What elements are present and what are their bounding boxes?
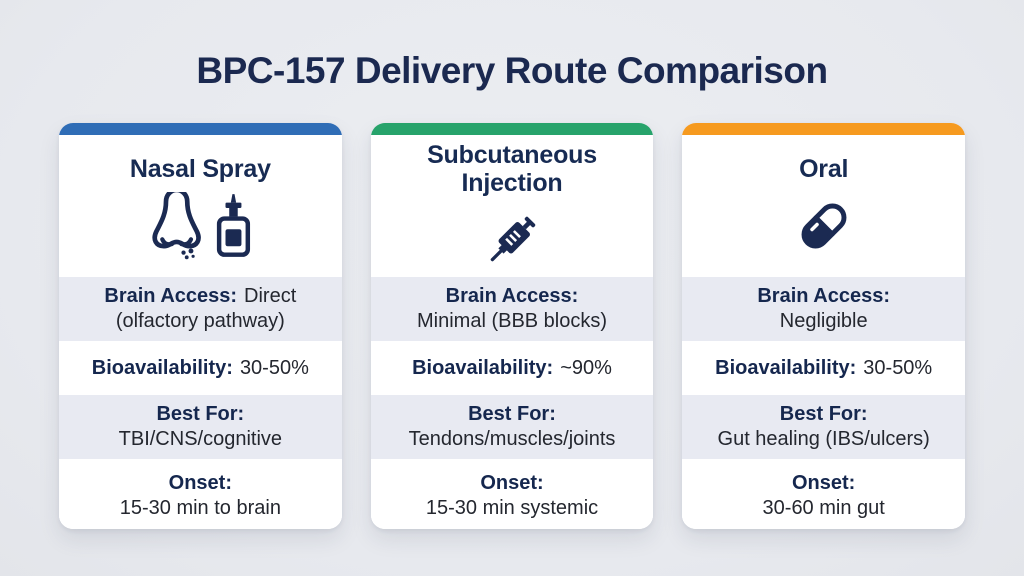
row-label: Onset: — [792, 471, 856, 494]
row-label: Onset: — [480, 471, 544, 494]
card-title: Nasal Spray — [129, 154, 271, 183]
row-value: ~90% — [560, 356, 612, 379]
row-value: 30-60 min gut — [762, 496, 885, 519]
card-subcutaneous-injection: Subcutaneous Injection — [370, 123, 654, 529]
card-oral: Oral Brain Access: Negligible Bioavailabi… — [682, 123, 966, 529]
card-header: Subcutaneous Injection — [370, 135, 654, 277]
row-label: Bioavailability: — [715, 356, 857, 379]
row-brain-access: Brain Access:Direct (olfactory pathway) — [59, 277, 342, 341]
row-bioavailability: Bioavailability: 30-50% — [59, 344, 342, 392]
row-best-for: Best For: Tendons/muscles/joints — [370, 395, 654, 459]
row-value: Gut healing (IBS/ulcers) — [717, 428, 930, 450]
row-best-for: Best For: Gut healing (IBS/ulcers) — [682, 395, 966, 459]
row-value: 30-50% — [239, 356, 309, 379]
row-label: Brain Access: — [104, 285, 238, 307]
row-onset: Onset:15-30 min systemic — [370, 462, 654, 529]
card-accent-bar — [682, 123, 966, 135]
capsule-icon — [789, 190, 859, 262]
row-value: TBI/CNS/cognitive — [118, 428, 283, 450]
row-value: 15-30 min systemic — [425, 496, 599, 519]
row-best-for: Best For: TBI/CNS/cognitive — [59, 395, 342, 459]
row-onset: Onset:15-30 min to brain — [59, 462, 342, 529]
card-rows: Brain Access:Direct (olfactory pathway) … — [59, 277, 342, 529]
row-bioavailability: Bioavailability: ~90% — [370, 344, 654, 392]
row-label: Brain Access: — [445, 285, 579, 307]
card-title: Subcutaneous Injection — [427, 140, 597, 197]
row-label: Best For: — [468, 403, 556, 425]
card-rows: Brain Access: Negligible Bioavailability:… — [682, 277, 966, 529]
card-nasal-spray: Nasal Spray — [59, 123, 342, 529]
row-brain-access: Brain Access: Minimal (BBB blocks) — [370, 277, 654, 341]
row-label: Bioavailability: — [412, 356, 554, 379]
comparison-board: Nasal Spray — [0, 123, 1024, 529]
card-accent-bar — [59, 123, 342, 135]
card-rows: Brain Access: Minimal (BBB blocks) Bioava… — [370, 277, 654, 529]
card-header: Nasal Spray — [59, 135, 342, 277]
row-label: Bioavailability: — [91, 356, 233, 379]
row-value: 15-30 min to brain — [119, 496, 281, 519]
card-title: Oral — [799, 154, 849, 183]
row-label: Best For: — [779, 403, 868, 425]
card-header: Oral — [682, 135, 966, 277]
nose-spray-icon — [144, 190, 256, 262]
row-onset: Onset:30-60 min gut — [682, 462, 966, 529]
row-value: Minimal (BBB blocks) — [416, 310, 608, 332]
card-accent-bar — [370, 123, 654, 135]
row-brain-access: Brain Access: Negligible — [682, 277, 966, 341]
row-bioavailability: Bioavailability: 30-50% — [682, 344, 966, 392]
row-value: Tendons/muscles/joints — [408, 428, 616, 450]
row-value: 30-50% — [863, 356, 933, 379]
row-label: Best For: — [156, 403, 245, 425]
page-title: BPC-157 Delivery Route Comparison — [196, 50, 828, 91]
row-value: Negligible — [779, 310, 868, 332]
row-label: Brain Access: — [757, 285, 890, 307]
row-label: Onset: — [168, 471, 232, 494]
row-value: Direct (olfactory pathway) — [115, 285, 297, 332]
syringe-icon — [479, 204, 545, 276]
